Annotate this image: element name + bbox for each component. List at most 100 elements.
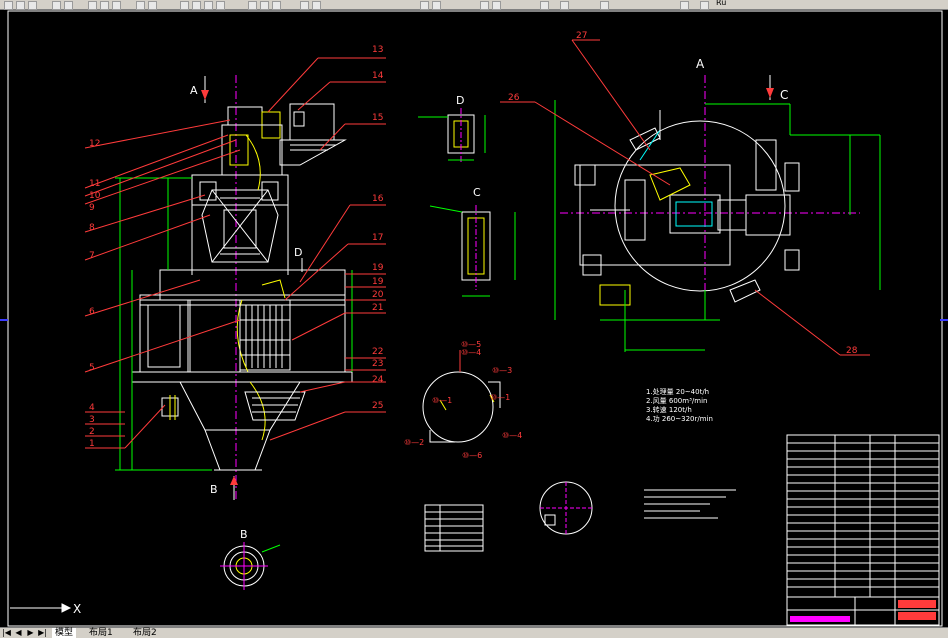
callout-17: 17 [372,233,383,243]
tech-spec-4: 4.功 260~320r/min [646,414,713,423]
next-tab-button[interactable]: ▶ [27,628,34,637]
drawing-canvas[interactable]: A B D [0,10,948,627]
callout-27: 27 [576,31,587,41]
first-tab-button[interactable]: |◀ [2,628,11,637]
main-elevation-view [115,75,353,500]
top-toolbar: Ru [0,0,948,10]
dimension-icon[interactable] [420,1,429,10]
linetype-control-icon[interactable] [700,1,709,10]
tech-spec-2: 2.风量 600m³/min [646,397,707,405]
help-icon[interactable] [540,1,549,10]
callout-26: 26 [508,93,520,103]
callout-24: 24 [372,375,384,385]
zoom-previous-icon[interactable] [216,1,225,10]
callout-20: 20 [372,290,384,300]
callout-19b: 19 [372,277,384,287]
callout-10: 10 [89,191,101,201]
plan-view [500,39,881,356]
callout-13: 13 [372,45,383,55]
cut-icon[interactable] [88,1,97,10]
preview-icon[interactable] [64,1,73,10]
three-way-valve-diagram [539,481,593,535]
section-label-D: D [294,246,302,259]
callout-9: 9 [89,203,95,213]
callout-22: 22 [372,347,383,357]
undo-icon[interactable] [136,1,145,10]
detail-B-title: B [240,528,248,541]
text-icon[interactable] [432,1,441,10]
valve-table [424,504,484,552]
properties-icon[interactable] [248,1,257,10]
print-icon[interactable] [52,1,61,10]
callout-1: 1 [89,439,95,449]
ucs-axis-label: X [73,602,81,616]
design-center-icon[interactable] [260,1,269,10]
valve-label-3: ⑩—3 [492,366,512,375]
copy-icon[interactable] [100,1,109,10]
view-D-title: D [456,94,464,107]
tab-layout1[interactable]: 布局1 [89,628,113,638]
tab-model[interactable]: 模型 [52,628,77,638]
prev-tab-button[interactable]: ◀ [15,628,22,637]
callout-23: 23 [372,359,383,369]
callout-16: 16 [372,194,384,204]
view-C [429,205,516,297]
orbit-icon[interactable] [600,1,609,10]
layout-tabs-bar: |◀ ◀ ▶ ▶| 模型 布局1 布局2 [0,627,948,638]
zoom-window-icon[interactable] [204,1,213,10]
title-block [786,434,940,626]
left-callout-leaders [84,57,386,449]
last-tab-button[interactable]: ▶| [38,628,47,637]
open-file-icon[interactable] [16,1,25,10]
valve-label-5: ⑩—5 [461,340,481,349]
callout-8: 8 [89,223,95,233]
new-file-icon[interactable] [4,1,13,10]
paste-icon[interactable] [112,1,121,10]
callout-14: 14 [372,71,384,81]
tech-spec-3: 3.转速 120t/h [646,405,692,414]
save-icon[interactable] [28,1,37,10]
section-label-A: A [190,84,198,97]
valve-label-6: ⑩—6 [462,451,482,460]
valve-label-2: ⑩—2 [404,438,424,447]
zoom-realtime-icon[interactable] [192,1,201,10]
callout-21: 21 [372,303,383,313]
plan-label-A: A [696,57,705,71]
callout-2: 2 [89,427,95,437]
valve-label-1b: ⑩—1 [490,393,510,402]
view-D [418,108,486,162]
layer-icon[interactable] [300,1,309,10]
callout-28: 28 [846,346,858,356]
tab-layout2[interactable]: 布局2 [133,628,157,638]
hatch-icon[interactable] [480,1,489,10]
valve-diagram [422,350,501,443]
view-C-title: C [473,186,481,199]
plan-label-C: C [780,88,788,102]
pan-icon[interactable] [180,1,189,10]
layout-icon[interactable] [560,1,569,10]
callout-5: 5 [89,363,95,373]
callout-15: 15 [372,113,383,123]
drawing-border [7,10,943,627]
color-control-icon[interactable] [680,1,689,10]
tool-palettes-icon[interactable] [272,1,281,10]
match-properties-icon[interactable] [312,1,321,10]
callout-19a: 19 [372,263,384,273]
notes-block [644,489,736,519]
section-label-B: B [210,483,218,496]
ucs-icon [10,603,72,613]
tech-spec-1: 1.处理量 20~40t/h [646,387,709,396]
callout-4: 4 [89,403,95,413]
callout-7: 7 [89,251,95,261]
block-icon[interactable] [492,1,501,10]
callout-25: 25 [372,401,383,411]
callout-6: 6 [89,307,95,317]
detail-B-flange [220,542,281,590]
toolbar-right-label: Ru [716,0,727,7]
callout-3: 3 [89,415,95,425]
callout-12: 12 [89,139,100,149]
valve-label-4a: ⑩—4 [461,348,481,357]
valve-label-4b: ⑩—4 [502,431,522,440]
redo-icon[interactable] [148,1,157,10]
